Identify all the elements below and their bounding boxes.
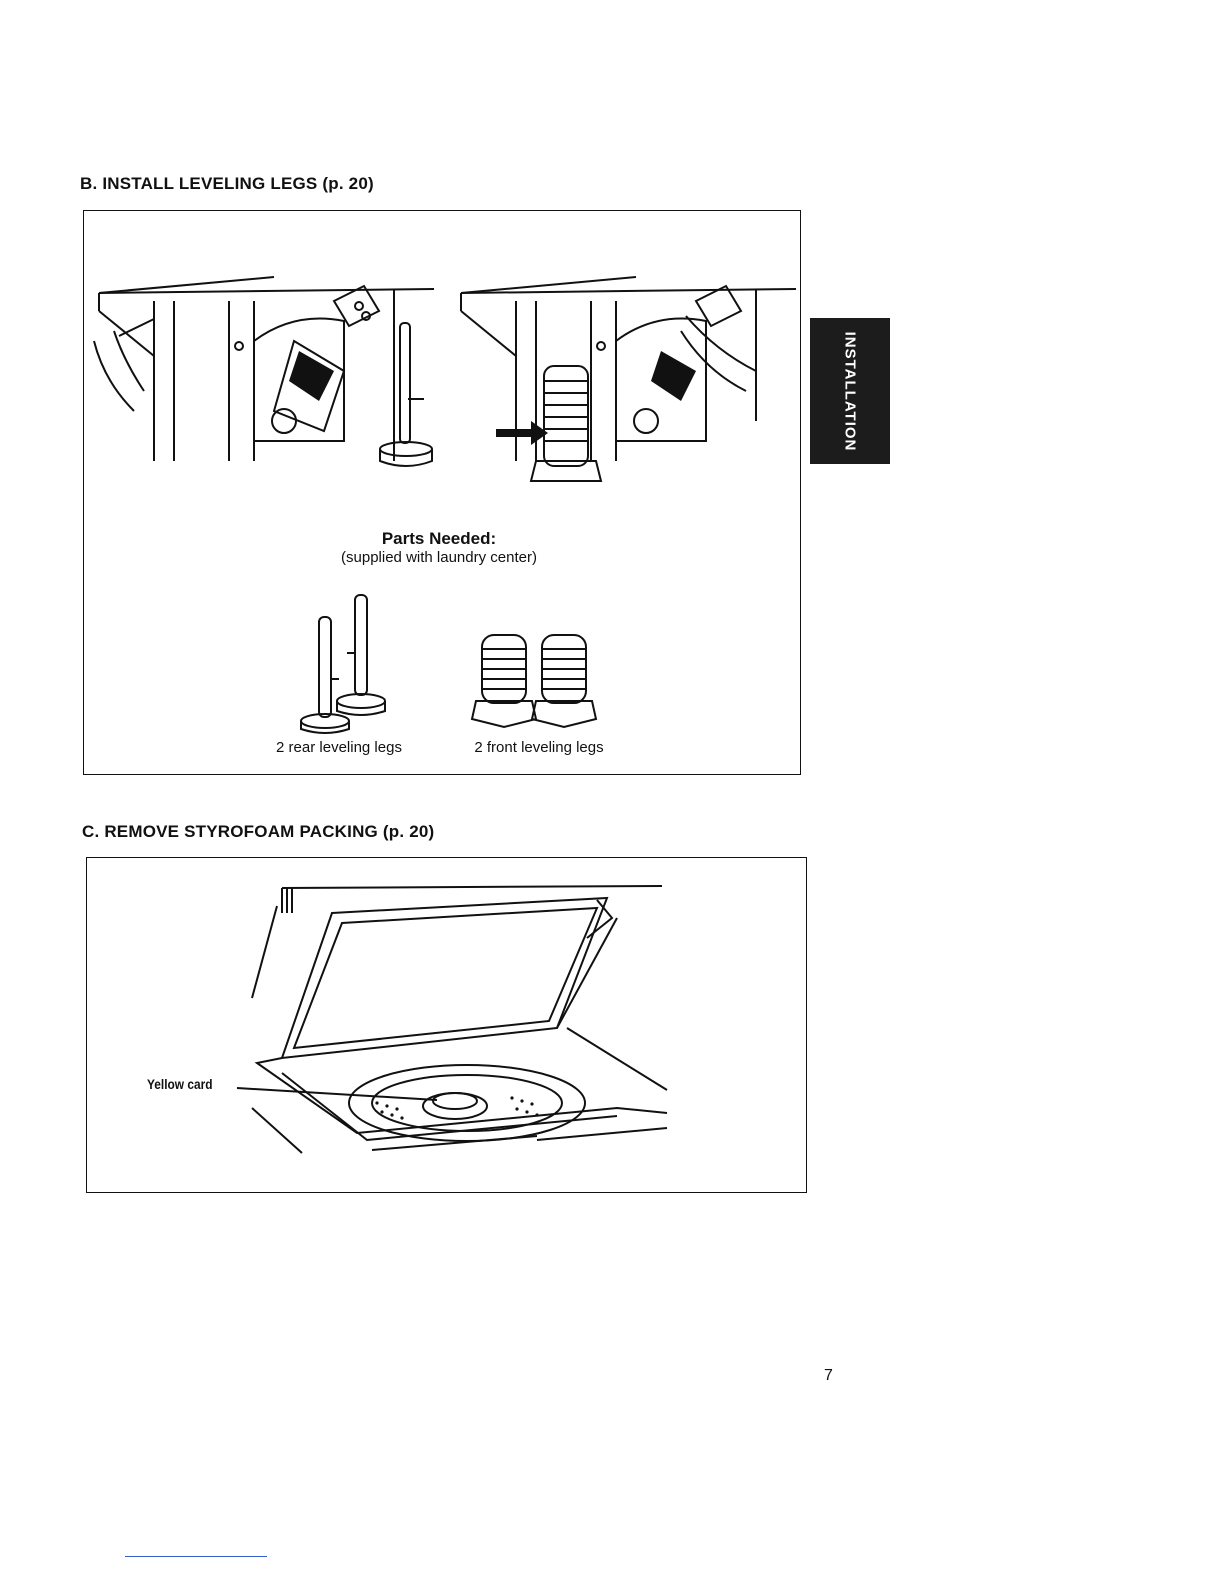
rear-leg-install-illustration <box>94 271 434 491</box>
parts-needed-title: Parts Needed: <box>284 529 594 549</box>
leveling-legs-figure: Parts Needed: (supplied with laundry cen… <box>83 210 801 775</box>
installation-side-tab-label: INSTALLATION <box>842 331 859 451</box>
parts-needed-caption: Parts Needed: (supplied with laundry cen… <box>284 529 594 566</box>
section-b-heading: B. INSTALL LEVELING LEGS (p. 20) <box>80 174 374 194</box>
section-c-heading: C. REMOVE STYROFOAM PACKING (p. 20) <box>82 822 434 842</box>
front-leveling-legs-label: 2 front leveling legs <box>454 739 624 756</box>
front-leveling-legs-icon <box>474 633 604 743</box>
parts-needed-subtitle: (supplied with laundry center) <box>284 549 594 566</box>
washer-open-lid-illustration <box>237 878 797 1178</box>
footer-rule <box>125 1556 267 1557</box>
page-number: 7 <box>824 1367 833 1385</box>
front-leg-install-illustration <box>456 271 796 491</box>
styrofoam-packing-figure: Yellow card <box>86 857 807 1193</box>
yellow-card-callout: Yellow card <box>147 1076 212 1092</box>
installation-side-tab: INSTALLATION <box>810 318 890 464</box>
rear-leveling-legs-icon <box>299 593 409 733</box>
rear-leveling-legs-label: 2 rear leveling legs <box>254 739 424 756</box>
